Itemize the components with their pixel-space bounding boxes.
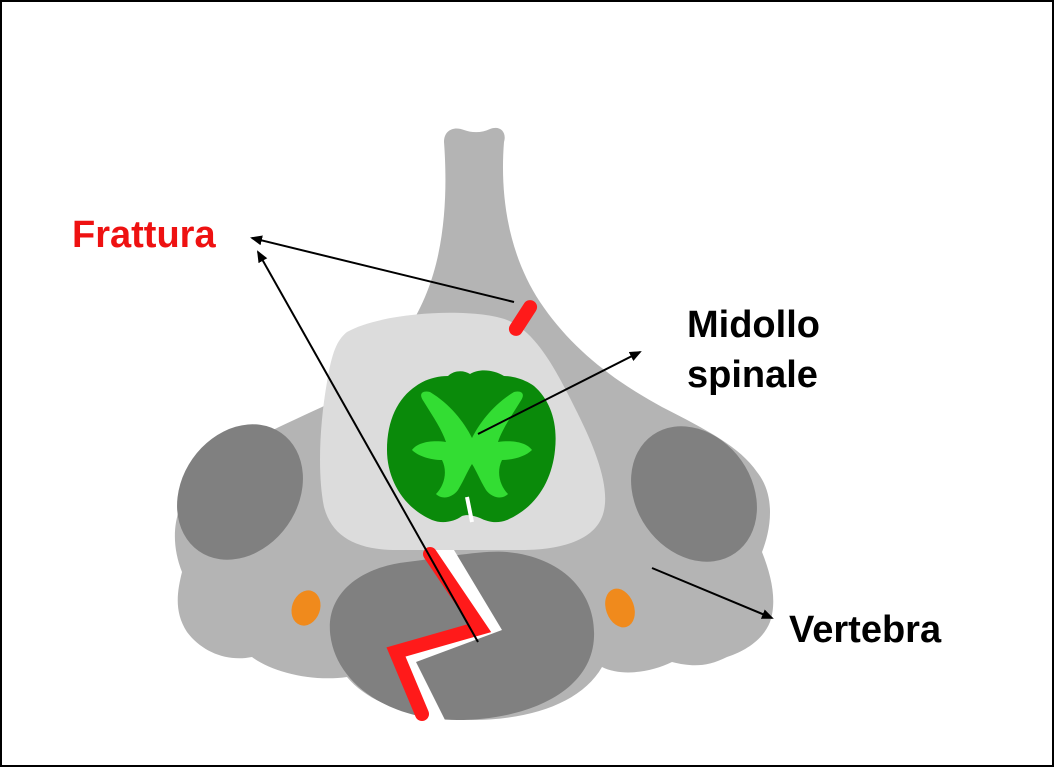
spinal-cord-label-line1: Midollo	[687, 304, 820, 346]
spinal-cord-label-line2: spinale	[687, 354, 818, 396]
vertebra-label: Vertebra	[789, 609, 942, 651]
fracture-label: Frattura	[72, 214, 216, 256]
